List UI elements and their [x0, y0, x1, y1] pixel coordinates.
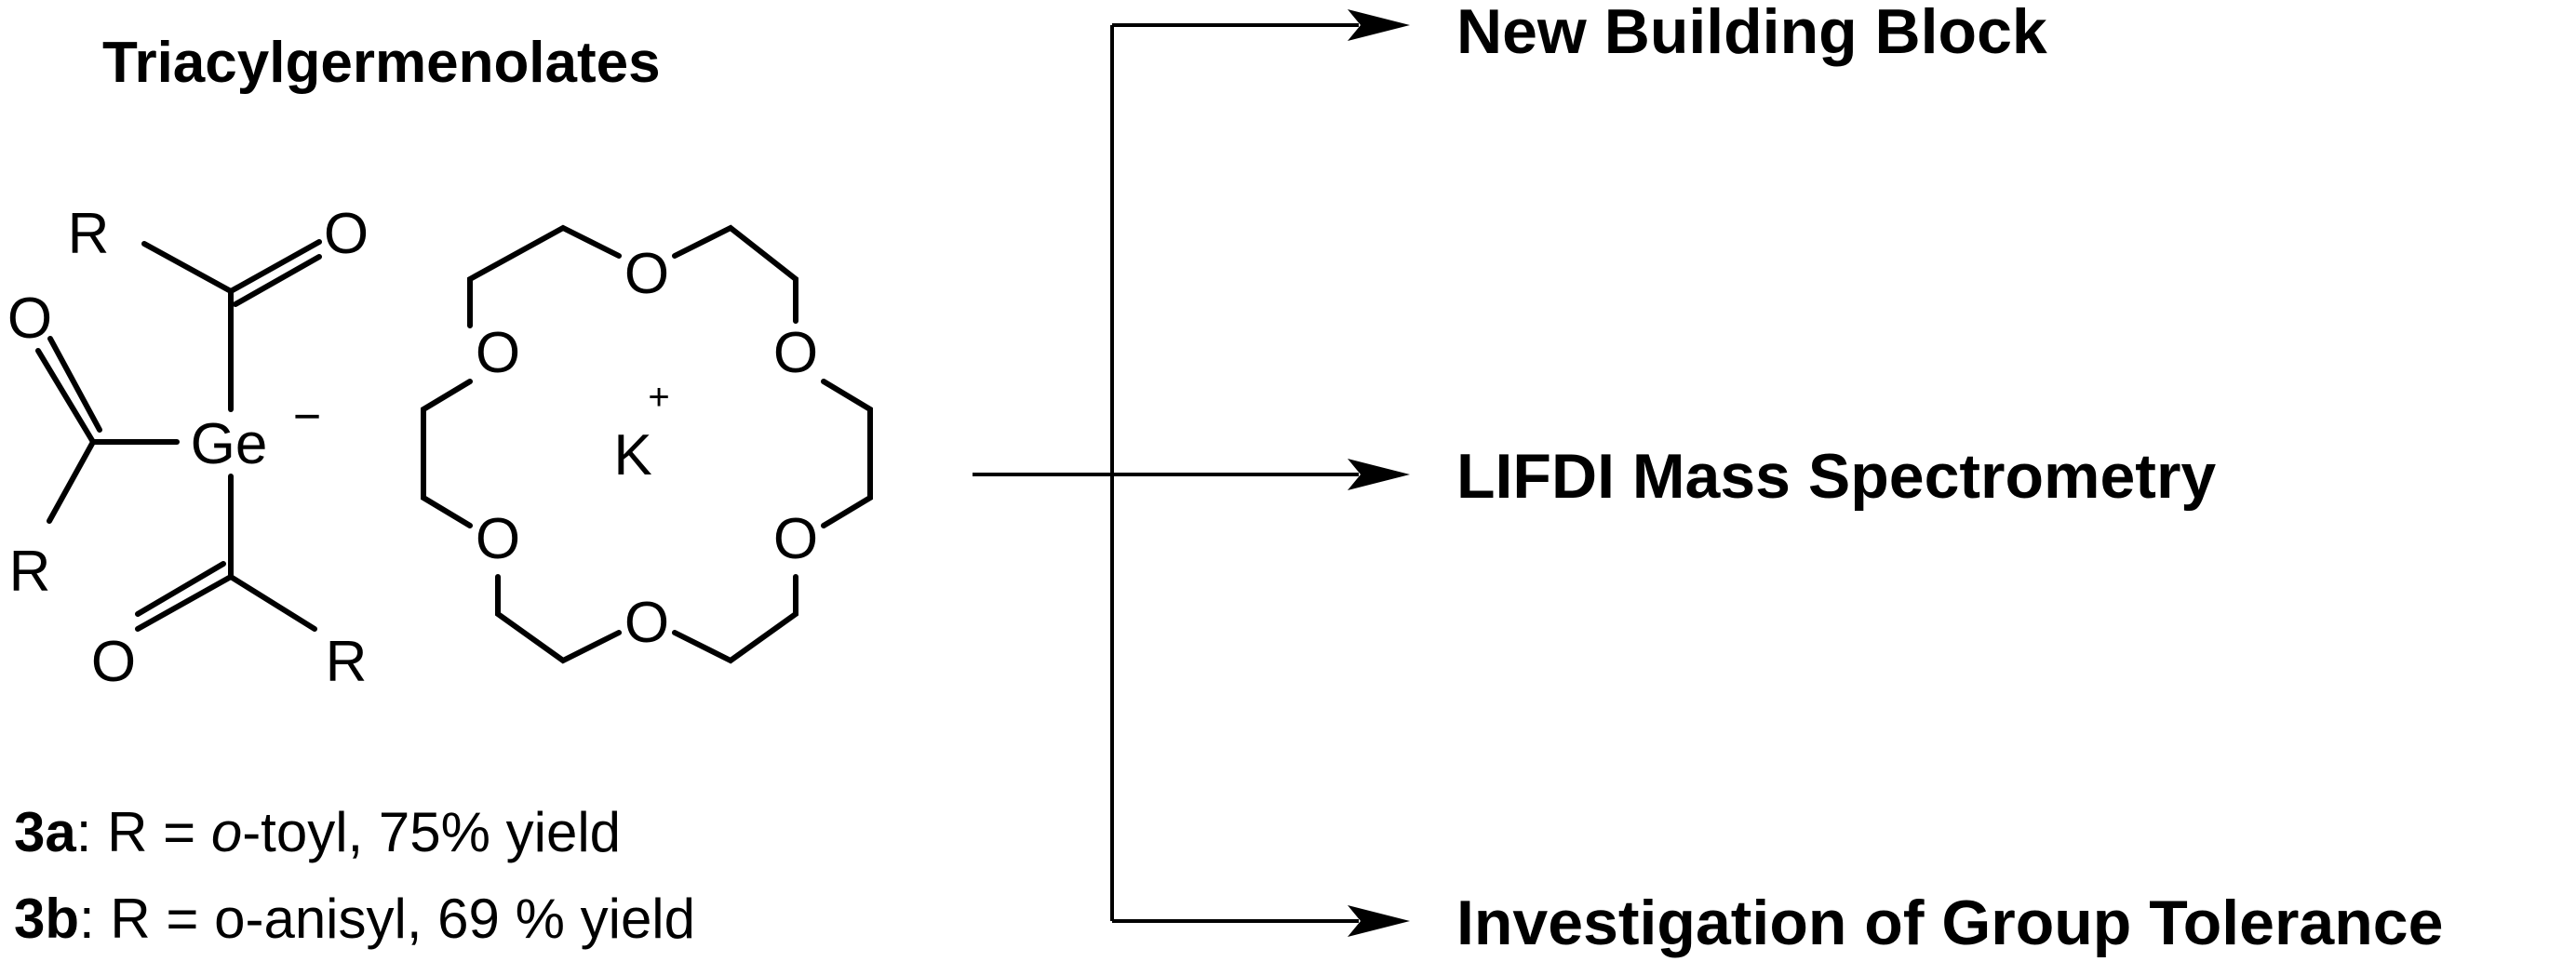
- arrowhead-bottom: [1348, 905, 1410, 937]
- bond: [228, 574, 317, 632]
- oxygen-label: O: [7, 287, 52, 351]
- compound-sep: : R =: [76, 801, 211, 863]
- r-rest: -toyl, 75% yield: [242, 801, 621, 863]
- substituent-r-label: R: [68, 202, 110, 266]
- compound-id: 3a: [14, 801, 76, 863]
- ring-bond: [421, 379, 473, 528]
- branching-arrows: [973, 9, 1410, 937]
- outcome-lifdi-mass-spectrometry: LIFDI Mass Spectrometry: [1456, 441, 2216, 512]
- oxygen-label: O: [91, 630, 136, 694]
- potassium-label: K: [613, 423, 651, 488]
- oxygen-label: O: [624, 591, 669, 655]
- ring-bond: [821, 379, 873, 528]
- anion-charge-label: −: [293, 390, 321, 444]
- compound-sep: : R =: [79, 888, 214, 950]
- compound-3b-caption: 3b: R = o-anisyl, 69 % yield: [14, 888, 695, 950]
- oxygen-label: O: [773, 507, 818, 571]
- oxygen-label: O: [476, 321, 520, 385]
- r-prefix: o: [211, 801, 242, 863]
- outcome-new-building-block: New Building Block: [1456, 0, 2047, 67]
- ring-bond: [672, 224, 798, 324]
- crown-ether-structure: O O O O O O K +: [421, 224, 873, 664]
- r-rest: o-anisyl, 69 % yield: [214, 888, 695, 950]
- oxygen-label: O: [476, 507, 520, 571]
- oxygen-label: O: [624, 242, 669, 306]
- arrowhead-middle: [1348, 459, 1410, 490]
- germanium-label: Ge: [191, 412, 268, 476]
- bond: [233, 254, 322, 307]
- oxygen-label: O: [324, 202, 369, 266]
- triacylgermenolate-structure: R O O Ge − R O R: [7, 202, 369, 694]
- scheme-title: Triacylgermenolates: [102, 31, 661, 95]
- compound-id: 3b: [14, 888, 79, 950]
- substituent-r-label: R: [9, 540, 51, 604]
- bond: [35, 348, 96, 445]
- ring-bond: [467, 224, 622, 328]
- ring-bond: [672, 574, 798, 664]
- substituent-r-label: R: [326, 630, 368, 694]
- bond: [47, 336, 102, 433]
- cation-charge-label: +: [648, 377, 669, 418]
- bond: [141, 241, 234, 294]
- bond: [228, 239, 322, 294]
- arrowhead-top: [1348, 9, 1410, 41]
- outcome-group-tolerance: Investigation of Group Tolerance: [1456, 888, 2443, 958]
- compound-3a-caption: 3a: R = o-toyl, 75% yield: [14, 801, 621, 863]
- ring-bond: [495, 574, 622, 664]
- bond: [47, 439, 96, 524]
- oxygen-label: O: [773, 321, 818, 385]
- bond: [135, 561, 226, 617]
- bond: [135, 574, 234, 632]
